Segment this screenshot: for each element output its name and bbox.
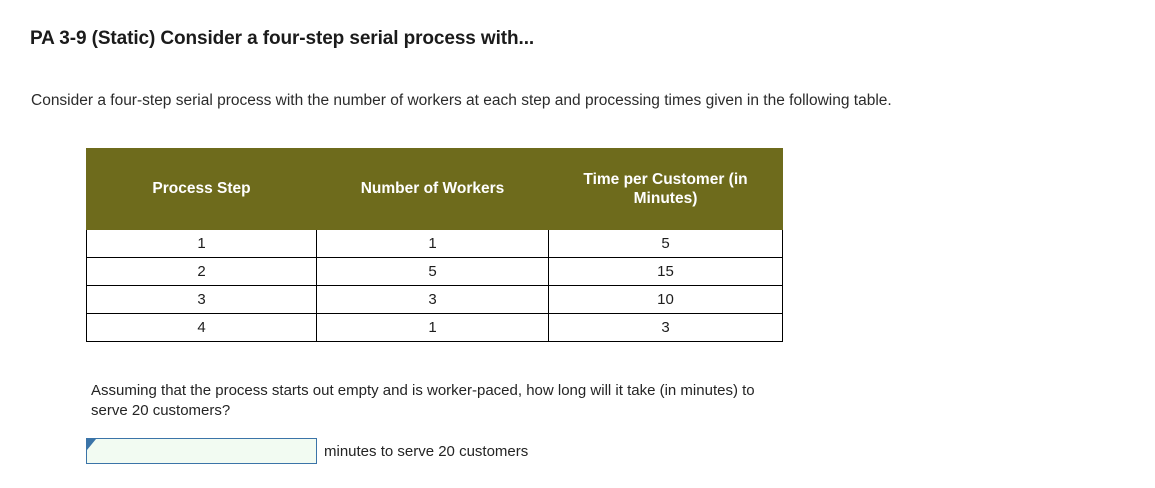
process-data-table: Process Step Number of Workers Time per …	[86, 148, 783, 342]
table-row: 3 3 10	[86, 285, 783, 314]
cell-number-of-workers: 1	[316, 313, 549, 342]
column-header-number-of-workers: Number of Workers	[316, 148, 549, 230]
answer-row: minutes to serve 20 customers	[86, 438, 528, 464]
cell-time-per-customer: 5	[548, 229, 783, 258]
cell-process-step: 1	[86, 229, 317, 258]
sub-question-text: Assuming that the process starts out emp…	[91, 382, 755, 419]
answer-input[interactable]	[86, 438, 317, 464]
column-header-process-step: Process Step	[86, 148, 317, 230]
table-row: 1 1 5	[86, 229, 783, 258]
answer-unit-label: minutes to serve 20 customers	[324, 442, 529, 460]
table-row: 4 1 3	[86, 313, 783, 342]
cell-time-per-customer: 3	[548, 313, 783, 342]
cell-number-of-workers: 1	[316, 229, 549, 258]
table-row: 2 5 15	[86, 257, 783, 286]
column-header-time-per-customer: Time per Customer (in Minutes)	[548, 148, 783, 230]
question-intro-text: Consider a four-step serial process with…	[31, 92, 892, 109]
cell-time-per-customer: 15	[548, 257, 783, 286]
cell-number-of-workers: 5	[316, 257, 549, 286]
cell-process-step: 4	[86, 313, 317, 342]
cell-number-of-workers: 3	[316, 285, 549, 314]
cell-time-per-customer: 10	[548, 285, 783, 314]
page-title: PA 3-9 (Static) Consider a four-step ser…	[30, 28, 535, 49]
answer-input-wrapper	[86, 438, 317, 464]
cell-process-step: 3	[86, 285, 317, 314]
cell-process-step: 2	[86, 257, 317, 286]
table-header-row: Process Step Number of Workers Time per …	[86, 148, 783, 230]
